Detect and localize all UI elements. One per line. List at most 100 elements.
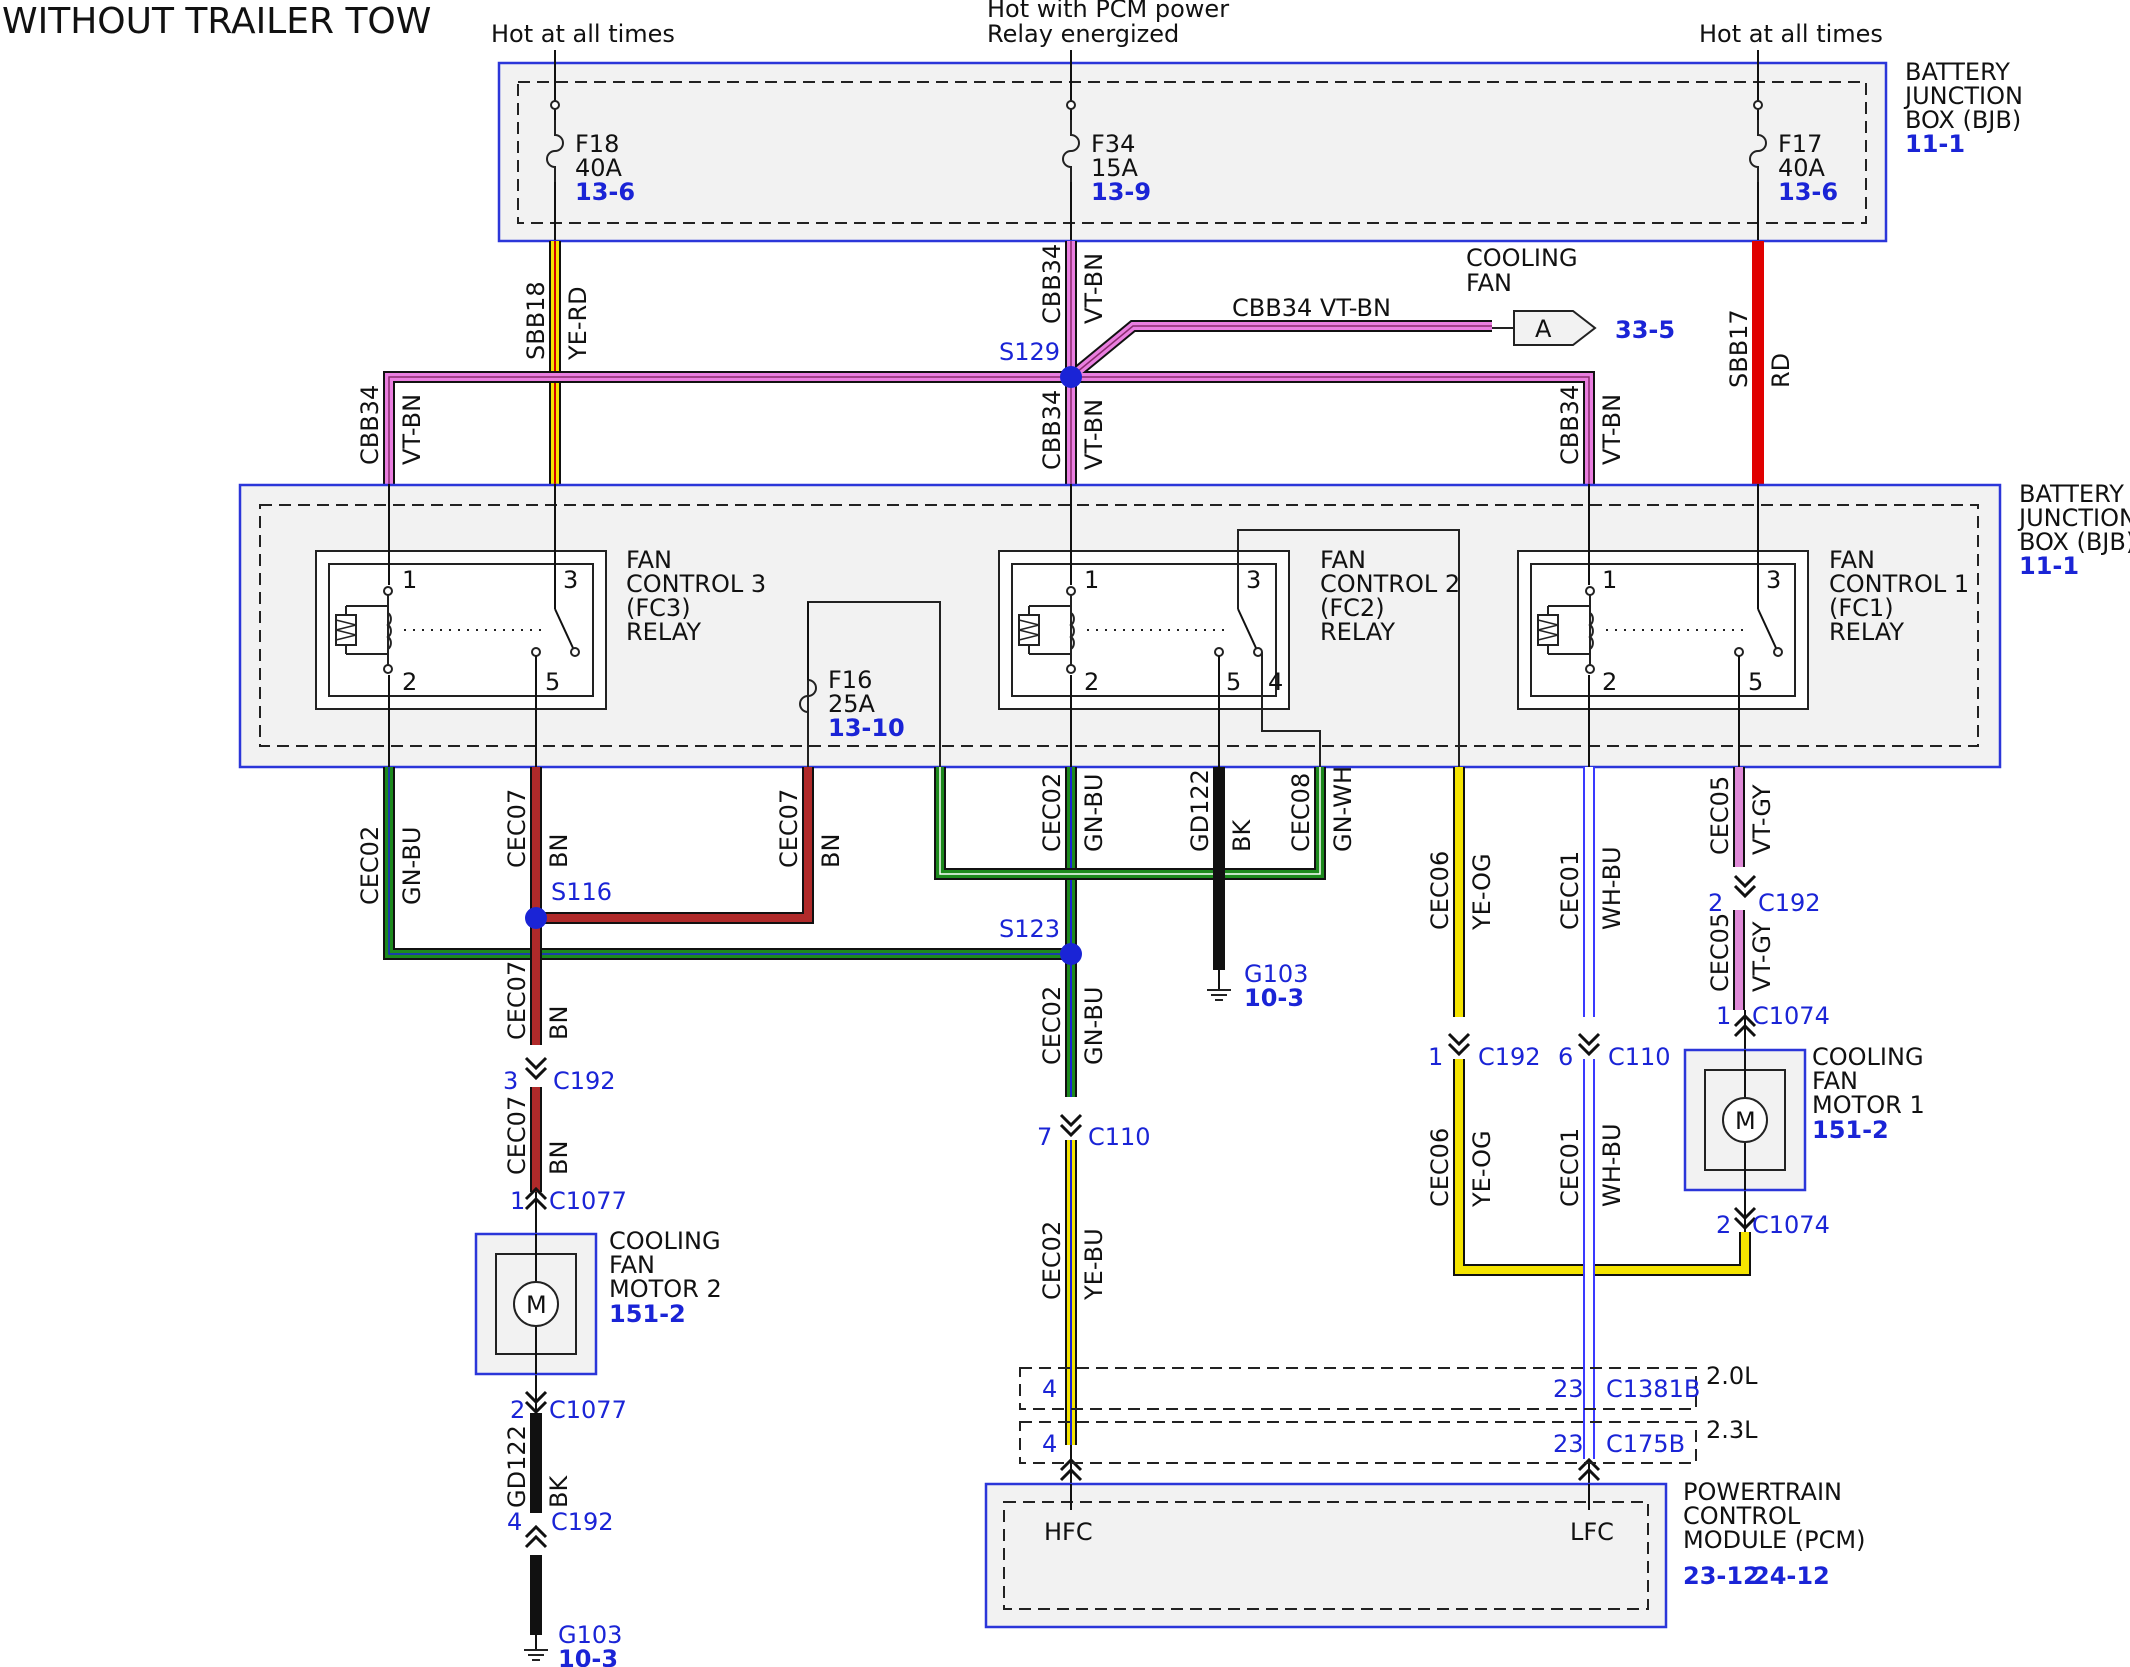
- svg-text:CEC07: CEC07: [503, 789, 531, 868]
- svg-text:C1077: C1077: [549, 1396, 627, 1424]
- svg-text:23: 23: [1553, 1430, 1584, 1458]
- ground-g103-center: G103 10-3: [1207, 960, 1308, 1012]
- svg-text:MOTOR 2: MOTOR 2: [609, 1275, 722, 1303]
- svg-text:F16: F16: [828, 666, 872, 694]
- svg-text:C192: C192: [553, 1067, 616, 1095]
- svg-text:VT-BN: VT-BN: [1598, 394, 1626, 465]
- bjb-top-box: [497, 61, 1888, 243]
- svg-text:YE-OG: YE-OG: [1468, 853, 1496, 931]
- svg-text:CEC06: CEC06: [1426, 1128, 1454, 1207]
- svg-text:POWERTRAIN: POWERTRAIN: [1683, 1478, 1842, 1506]
- svg-text:FAN: FAN: [609, 1251, 655, 1279]
- svg-text:3: 3: [1766, 566, 1781, 594]
- svg-text:YE-BU: YE-BU: [1080, 1228, 1108, 1301]
- svg-text:A: A: [1535, 315, 1552, 343]
- svg-text:C1077: C1077: [549, 1187, 627, 1215]
- svg-text:BATTERY: BATTERY: [2019, 480, 2124, 508]
- svg-text:15A: 15A: [1091, 154, 1139, 182]
- svg-text:FAN: FAN: [1320, 546, 1366, 574]
- svg-text:F17: F17: [1778, 130, 1822, 158]
- svg-text:BOX (BJB): BOX (BJB): [1905, 106, 2021, 134]
- svg-text:C175B: C175B: [1606, 1430, 1685, 1458]
- svg-text:10-3: 10-3: [1244, 984, 1304, 1012]
- svg-text:SBB18: SBB18: [522, 281, 550, 360]
- svg-text:SBB17: SBB17: [1725, 309, 1753, 388]
- wire-cec06: [1453, 767, 1751, 1276]
- fuse-f34: F34 15A 13-9: [1062, 119, 1151, 206]
- wire-gd122-center: [1213, 767, 1225, 970]
- svg-text:23: 23: [1553, 1375, 1584, 1403]
- power-label-center-2: Relay energized: [987, 20, 1179, 48]
- svg-text:CEC01: CEC01: [1556, 851, 1584, 930]
- wire-gd122-left: [530, 1413, 542, 1513]
- svg-text:2.0L: 2.0L: [1706, 1362, 1758, 1390]
- svg-text:3: 3: [1246, 566, 1261, 594]
- svg-text:GN-BU: GN-BU: [1080, 987, 1108, 1065]
- svg-text:4: 4: [1042, 1375, 1057, 1403]
- svg-text:GN-BU: GN-BU: [398, 827, 426, 905]
- svg-text:CONTROL: CONTROL: [1683, 1502, 1801, 1530]
- wire-cec08: [934, 767, 1326, 880]
- svg-text:CEC02: CEC02: [1038, 986, 1066, 1065]
- ground-g103-left: G103 10-3: [524, 1621, 622, 1667]
- page-title: WITHOUT TRAILER TOW: [2, 1, 431, 42]
- fuse-f18: F18 40A 13-6: [546, 119, 635, 206]
- svg-text:GD122: GD122: [1186, 769, 1214, 852]
- svg-text:MODULE (PCM): MODULE (PCM): [1683, 1526, 1865, 1554]
- svg-text:10-3: 10-3: [558, 1645, 618, 1667]
- connector-chevrons: [524, 874, 1757, 1549]
- connector-c1381b: 4 23 C1381B 2.0L: [1019, 1362, 1758, 1410]
- wire-sbb18: [549, 241, 561, 484]
- svg-text:CEC02: CEC02: [1038, 773, 1066, 852]
- pcm-module: HFC LFC POWERTRAIN CONTROL MODULE (PCM) …: [984, 1478, 1865, 1629]
- svg-text:BOX (BJB): BOX (BJB): [2019, 528, 2130, 556]
- wire-cec07: [530, 767, 814, 1192]
- svg-text:S123: S123: [999, 915, 1060, 943]
- splice-s129: S129: [999, 338, 1082, 388]
- svg-text:2: 2: [402, 668, 417, 696]
- svg-text:YE-RD: YE-RD: [564, 286, 592, 361]
- svg-text:2.3L: 2.3L: [1706, 1416, 1758, 1444]
- svg-text:CONTROL 2: CONTROL 2: [1320, 570, 1460, 598]
- svg-text:VT-GY: VT-GY: [1748, 784, 1776, 855]
- svg-text:CBB34: CBB34: [1556, 385, 1584, 465]
- svg-text:24-12: 24-12: [1753, 1562, 1830, 1590]
- svg-text:BK: BK: [545, 1475, 573, 1508]
- power-label-center-1: Hot with PCM power: [987, 0, 1229, 23]
- svg-text:CONTROL 3: CONTROL 3: [626, 570, 766, 598]
- svg-text:BN: BN: [817, 834, 845, 868]
- svg-text:11-1: 11-1: [1905, 130, 1965, 158]
- svg-text:CEC07: CEC07: [503, 961, 531, 1040]
- svg-text:F18: F18: [575, 130, 619, 158]
- svg-text:33-5: 33-5: [1615, 316, 1675, 344]
- wire-sbb17: [1752, 241, 1764, 484]
- bjb-top-label: BATTERY JUNCTION BOX (BJB) 11-1: [1903, 58, 2023, 158]
- svg-text:RELAY: RELAY: [626, 618, 701, 646]
- svg-text:CEC05: CEC05: [1706, 776, 1734, 855]
- svg-text:1: 1: [510, 1187, 525, 1215]
- svg-text:3: 3: [563, 566, 578, 594]
- wire-labels-lower: CEC02 GN-BU CEC07 BN CEC07 BN CEC02 GN-B…: [356, 766, 1776, 1508]
- svg-text:C110: C110: [1088, 1123, 1151, 1151]
- svg-text:40A: 40A: [575, 154, 623, 182]
- svg-text:1: 1: [402, 566, 417, 594]
- svg-text:G103: G103: [1244, 960, 1308, 988]
- svg-text:6: 6: [1558, 1043, 1573, 1071]
- svg-text:1: 1: [1084, 566, 1099, 594]
- svg-text:CEC07: CEC07: [503, 1096, 531, 1175]
- svg-text:(FC3): (FC3): [626, 594, 691, 622]
- svg-text:GN-BU: GN-BU: [1080, 774, 1108, 852]
- svg-text:C1074: C1074: [1752, 1211, 1830, 1239]
- svg-text:FAN: FAN: [1829, 546, 1875, 574]
- svg-text:RELAY: RELAY: [1829, 618, 1904, 646]
- svg-text:11-1: 11-1: [2019, 552, 2079, 580]
- svg-text:C192: C192: [1758, 889, 1821, 917]
- svg-text:COOLING: COOLING: [1812, 1043, 1924, 1071]
- svg-text:1: 1: [1716, 1002, 1731, 1030]
- relay-fc3: 1 2 3 5 FAN CONTROL 3 (FC3) RELAY: [315, 484, 766, 767]
- svg-text:LFC: LFC: [1570, 1518, 1614, 1546]
- svg-text:13-6: 13-6: [1778, 178, 1838, 206]
- svg-text:151-2: 151-2: [609, 1300, 686, 1328]
- svg-text:CEC07: CEC07: [775, 789, 803, 868]
- svg-text:BN: BN: [545, 1006, 573, 1040]
